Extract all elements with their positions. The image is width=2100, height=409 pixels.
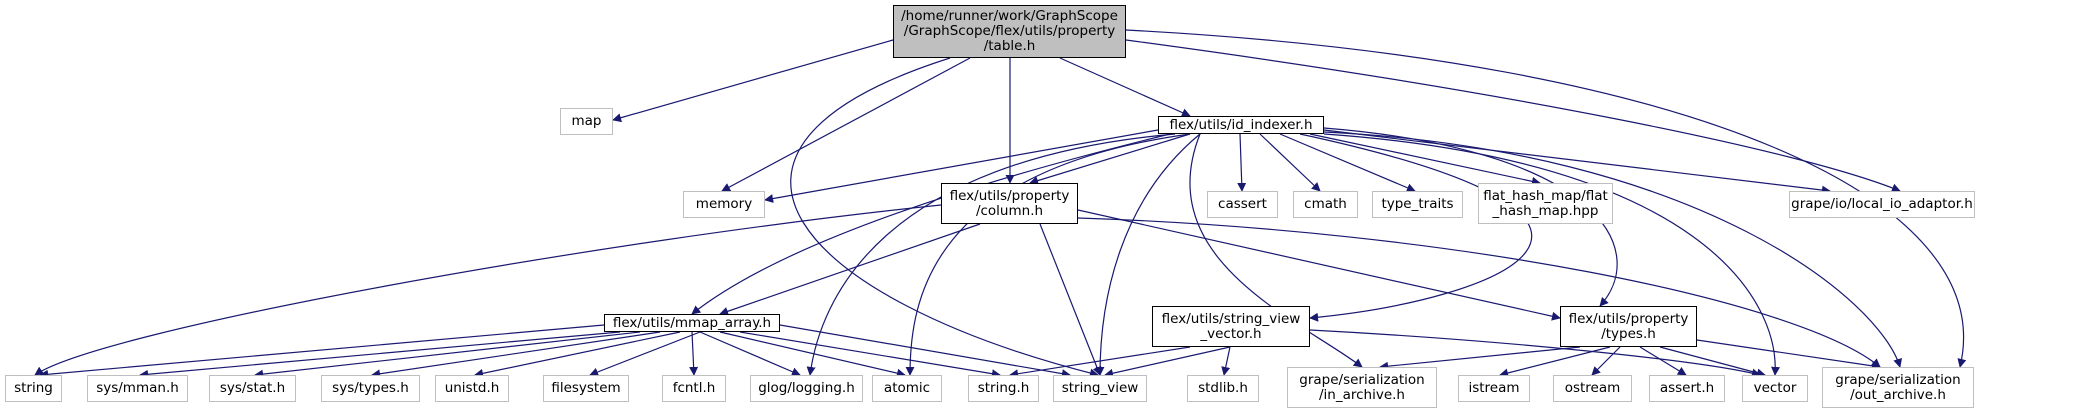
node-string-view[interactable]: string_view — [1053, 375, 1147, 402]
edge-mm-37 — [739, 331, 1001, 379]
edge-idx-22 — [806, 133, 1176, 376]
edge-idx-9 — [1237, 133, 1247, 192]
node-sys-stat[interactable]: sys/stat.h — [209, 375, 296, 402]
node-table-h[interactable]: /home/runner/work/GraphScope /GraphScope… — [893, 5, 1126, 58]
node-assert-h[interactable]: assert.h — [1649, 375, 1725, 402]
node-vector[interactable]: vector — [1742, 375, 1808, 402]
edge-mm-31 — [371, 331, 661, 379]
edge-idx-18 — [1323, 131, 1902, 368]
edge-idx-21 — [905, 133, 1191, 376]
edge-idx-11 — [1279, 133, 1416, 192]
edge-table-4 — [790, 57, 1099, 378]
edge-mm-38 — [779, 324, 1071, 379]
node-mmap-array-h[interactable]: flex/utils/mmap_array.h — [604, 314, 780, 332]
node-ostream[interactable]: ostream — [1553, 375, 1632, 402]
node-id-indexer-h[interactable]: flex/utils/id_indexer.h — [1158, 116, 1324, 134]
edge-svv-39 — [1009, 346, 1191, 379]
edge-table-0 — [612, 39, 894, 123]
node-out-archive[interactable]: grape/serialization /out_archive.h — [1822, 367, 1974, 408]
edge-types-47 — [1659, 346, 1766, 378]
node-sys-mman[interactable]: sys/mman.h — [87, 375, 188, 402]
edge-idx-12 — [1309, 133, 1541, 186]
edge-idx-13 — [1323, 129, 1831, 195]
node-flat-hash-map[interactable]: flat_hash_map/flat _hash_map.hpp — [1478, 183, 1613, 224]
edge-idx-19 — [691, 133, 1171, 315]
edge-col-23 — [34, 204, 942, 376]
edge-mm-28 — [39, 324, 605, 379]
node-atomic[interactable]: atomic — [872, 375, 942, 402]
node-istream[interactable]: istream — [1458, 375, 1530, 402]
edge-types-44 — [1499, 346, 1611, 378]
node-unistd[interactable]: unistd.h — [435, 375, 509, 402]
edge-idx-16 — [1299, 133, 1533, 322]
edge-mm-30 — [254, 331, 641, 379]
edge-col-27 — [1077, 217, 1881, 368]
edge-idx-20 — [1095, 133, 1201, 376]
edge-svv-40 — [1104, 346, 1231, 378]
edge-mm-33 — [589, 331, 701, 377]
node-string[interactable]: string — [5, 375, 62, 402]
edge-table-5 — [1125, 39, 1901, 193]
node-cmath[interactable]: cmath — [1293, 191, 1358, 218]
node-memory[interactable]: memory — [683, 191, 765, 218]
node-stdlib[interactable]: stdlib.h — [1187, 375, 1259, 402]
node-map[interactable]: map — [560, 108, 613, 135]
edge-col-26 — [1077, 209, 1561, 321]
edge-idx-8 — [1029, 133, 1191, 185]
edge-mm-34 — [689, 331, 699, 376]
node-types-h[interactable]: flex/utils/property /types.h — [1560, 306, 1697, 347]
node-cassert[interactable]: cassert — [1207, 191, 1278, 218]
node-in-archive[interactable]: grape/serialization /in_archive.h — [1287, 367, 1437, 408]
node-column-h[interactable]: flex/utils/property /column.h — [941, 183, 1078, 224]
edge-svv-41 — [1221, 346, 1231, 376]
edge-table-1 — [721, 57, 971, 192]
node-local-io-adaptor[interactable]: grape/io/local_io_adaptor.h — [1789, 191, 1975, 218]
edge-layer — [34, 29, 1967, 379]
node-sys-types[interactable]: sys/types.h — [321, 375, 420, 402]
edge-table-3 — [1059, 57, 1191, 117]
edge-types-45 — [1591, 346, 1621, 376]
node-filesystem[interactable]: filesystem — [543, 375, 629, 402]
edge-mm-29 — [139, 331, 621, 379]
edge-types-43 — [1379, 346, 1581, 371]
edge-types-48 — [1696, 339, 1881, 371]
node-string-view-vector-h[interactable]: flex/utils/string_view _vector.h — [1152, 306, 1310, 347]
node-glog-logging[interactable]: glog/logging.h — [750, 375, 863, 402]
edge-types-46 — [1639, 346, 1687, 376]
edge-mm-32 — [474, 331, 681, 378]
edge-mm-36 — [719, 331, 906, 378]
edge-idx-10 — [1259, 133, 1321, 192]
edge-table-6 — [1125, 29, 1967, 368]
edge-idx-17 — [1189, 133, 1363, 368]
node-string-h[interactable]: string.h — [968, 375, 1039, 402]
edge-svv-42 — [1309, 329, 1761, 378]
edge-idx-7 — [764, 129, 1159, 204]
node-fcntl[interactable]: fcntl.h — [662, 375, 726, 402]
node-type-traits[interactable]: type_traits — [1372, 191, 1463, 218]
edge-col-25 — [1039, 223, 1102, 376]
edge-idx-14 — [1323, 133, 1781, 376]
edge-mm-35 — [699, 331, 801, 376]
edge-col-24 — [719, 223, 981, 316]
